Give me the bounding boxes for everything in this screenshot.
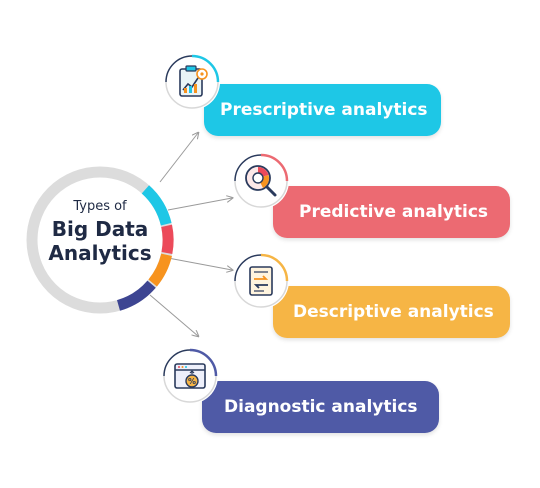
center-ring <box>26 166 174 314</box>
prescriptive-analytics-box: Prescriptive analytics <box>204 84 441 136</box>
center-title-line1: Types of <box>73 199 127 214</box>
arrow-descriptive <box>167 257 232 270</box>
arrow-prescriptive <box>159 133 198 183</box>
diagnostic-analytics-label: Diagnostic analytics <box>224 397 418 417</box>
arrow-predictive <box>167 198 232 211</box>
descriptive-analytics-box: Descriptive analytics <box>273 286 510 338</box>
svg-text:%: % <box>188 377 196 386</box>
browser-percent-icon: % <box>163 348 218 403</box>
arrow-diagnostic <box>149 294 198 336</box>
center-title-line3: Analytics <box>48 241 152 265</box>
clipboard-chart-icon <box>165 54 220 109</box>
diagnostic-icon-badge: % <box>162 348 218 404</box>
diagnostic-analytics-box: Diagnostic analytics <box>202 381 439 433</box>
descriptive-analytics-label: Descriptive analytics <box>293 302 494 322</box>
prescriptive-analytics-label: Prescriptive analytics <box>220 100 428 120</box>
predictive-analytics-box: Predictive analytics <box>273 186 510 238</box>
descriptive-icon-badge <box>233 253 289 309</box>
document-arrows-icon <box>234 253 289 308</box>
predictive-icon-badge <box>233 153 289 209</box>
center-title-line2: Big Data <box>51 217 149 241</box>
magnifier-pie-icon <box>234 153 289 208</box>
prescriptive-icon-badge <box>164 54 220 110</box>
predictive-analytics-label: Predictive analytics <box>299 202 489 222</box>
